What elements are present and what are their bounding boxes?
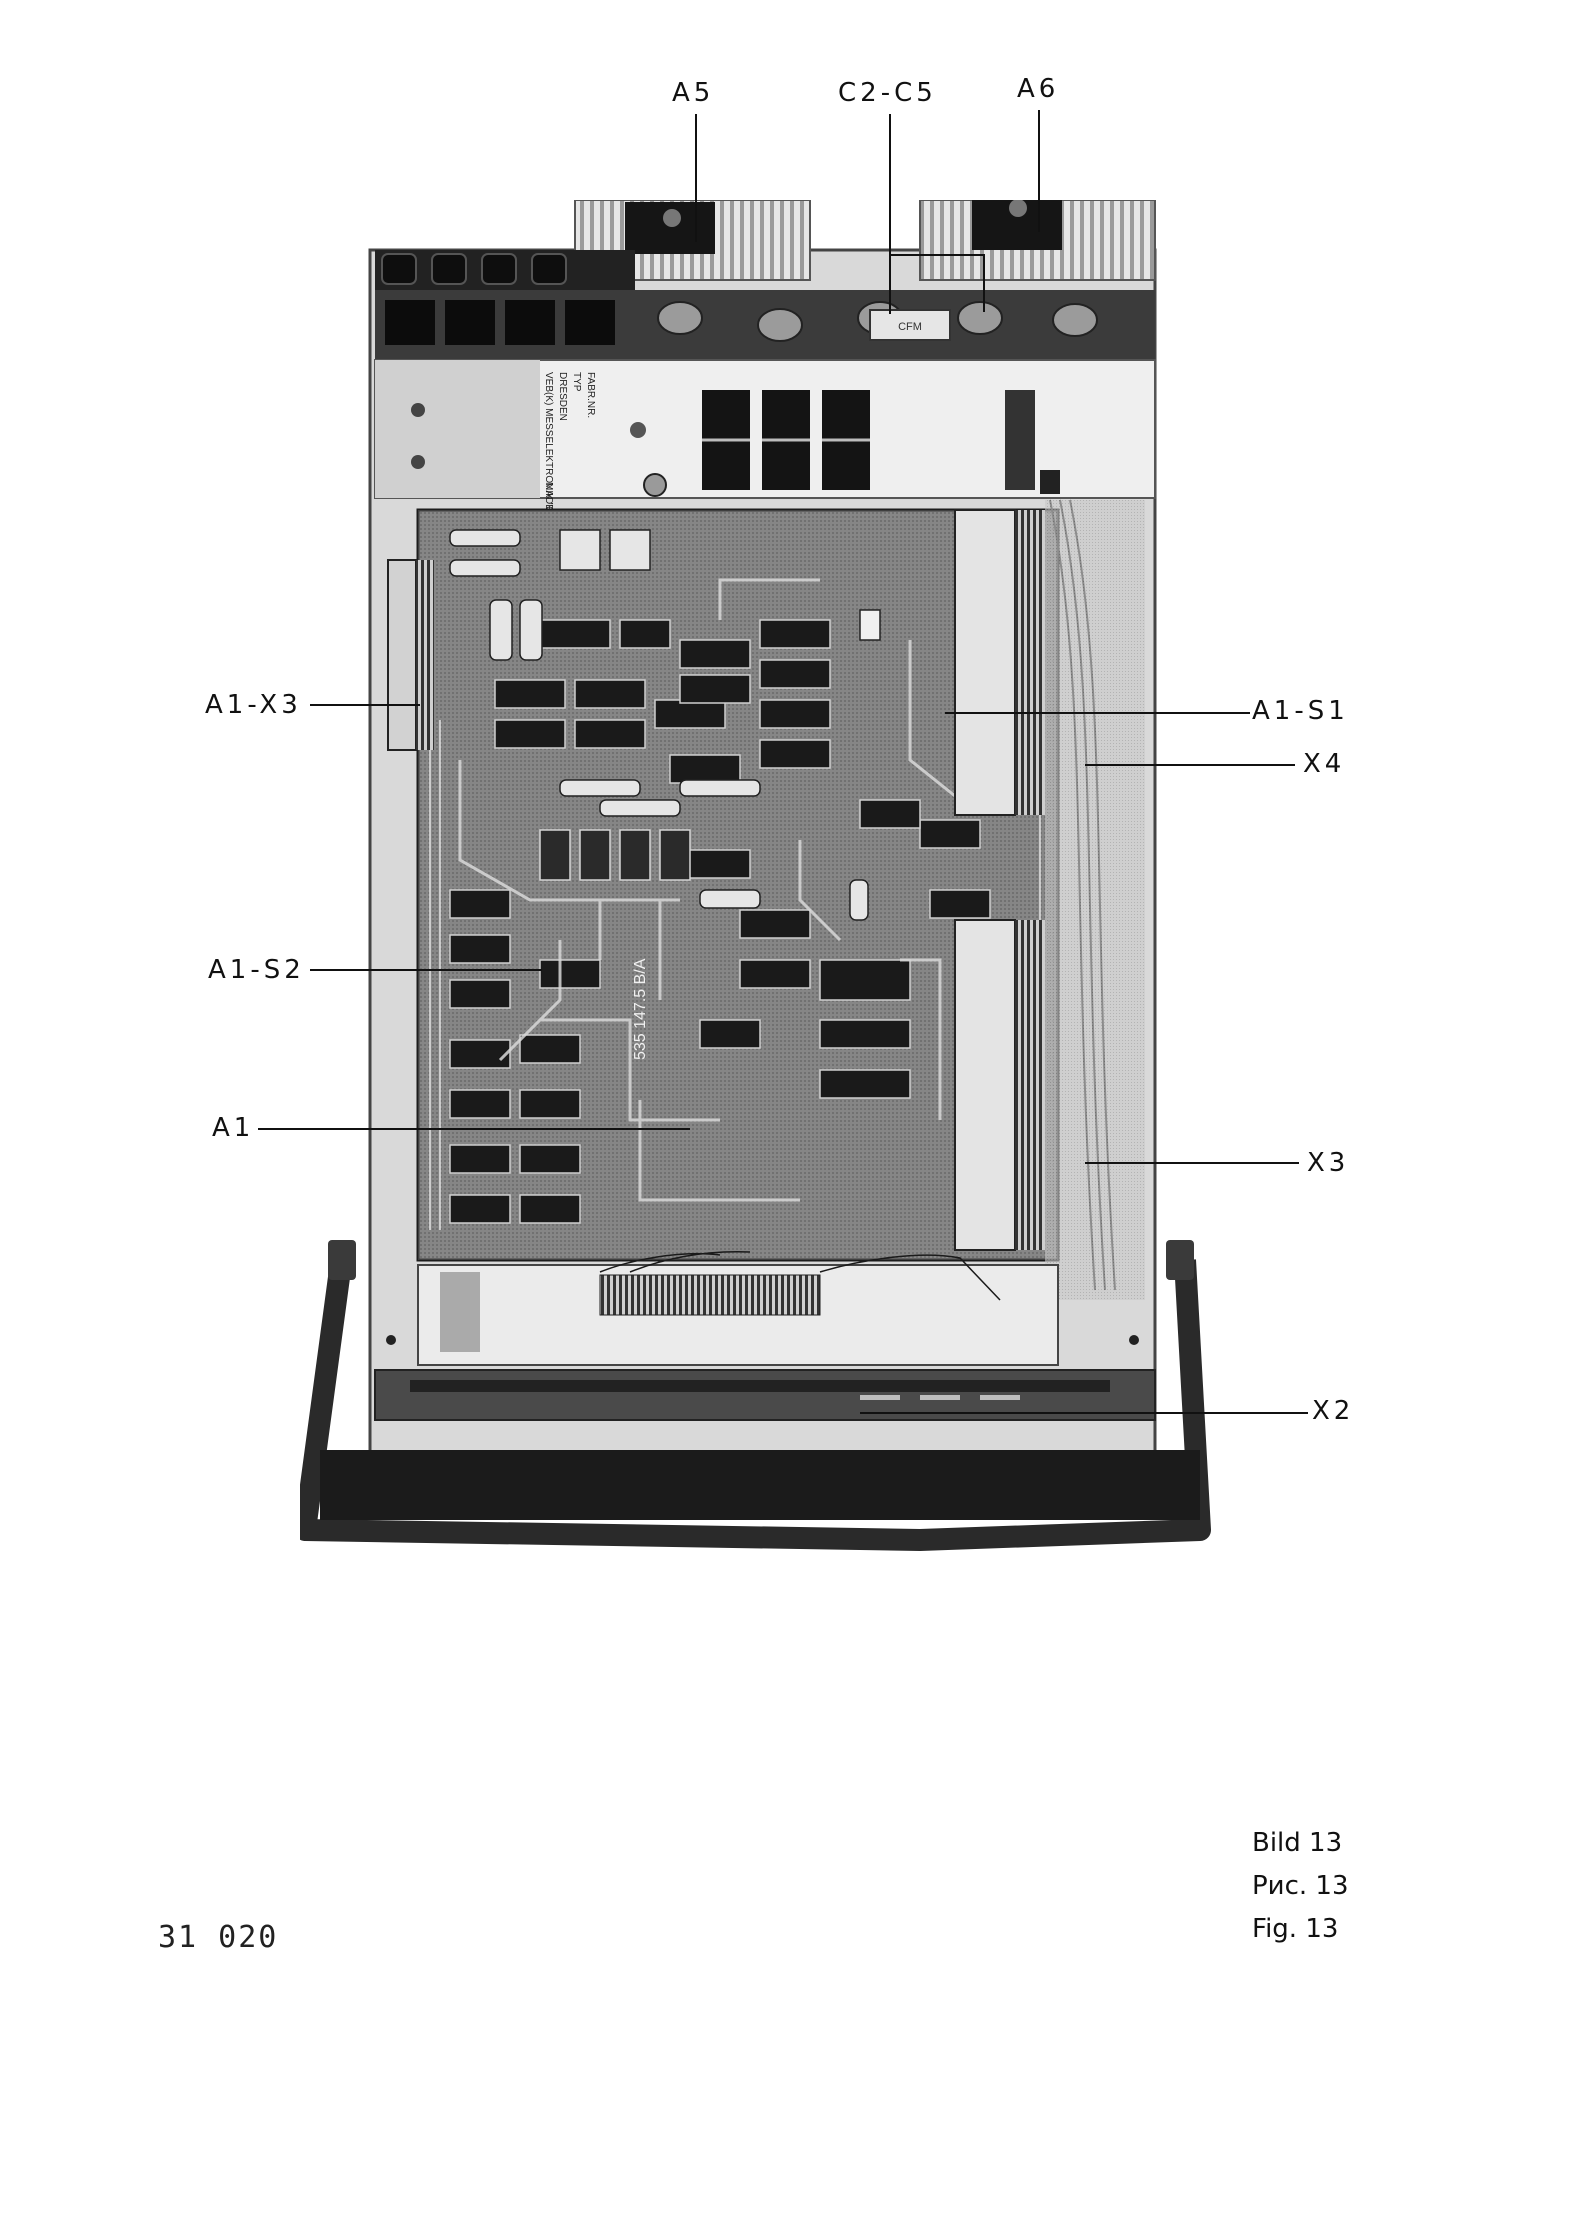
callout-c2-c5: C2-C5 <box>838 78 937 108</box>
caption-de: Bild 13 <box>1252 1828 1343 1858</box>
callout-a6: A6 <box>1017 74 1060 104</box>
callout-x2: X2 <box>1312 1396 1355 1426</box>
plate-line-4: FABR.NR. <box>585 372 596 418</box>
lead-a1s2 <box>310 969 542 971</box>
instrument-photo: CFM VEB(K) MESSELEKTRONIK "OTTO SCHÖN" D… <box>300 200 1211 1551</box>
caption-en: Fig. 13 <box>1252 1914 1339 1944</box>
capacitor-marking: CFM <box>898 321 922 333</box>
lead-x2 <box>860 1412 1308 1414</box>
board-marking: 535 147.5 B/A <box>632 958 649 1060</box>
callout-a1-s1: A1-S1 <box>1252 696 1349 726</box>
lead-c2c5-h <box>889 254 984 256</box>
document-number: 31 020 <box>158 1920 279 1955</box>
lead-a1 <box>258 1128 690 1130</box>
callout-a1: A1 <box>212 1113 255 1143</box>
lead-x3 <box>1085 1162 1299 1164</box>
lead-x4 <box>1085 764 1295 766</box>
callout-a5: A5 <box>672 78 715 108</box>
lead-c2c5-v <box>889 114 891 314</box>
plate-line-2: DRESDEN <box>557 372 568 421</box>
callout-x3: X3 <box>1307 1148 1350 1178</box>
callout-a1-x3: A1-X3 <box>205 690 302 720</box>
lead-a5 <box>695 114 697 242</box>
lead-a6 <box>1038 110 1040 232</box>
plate-line-3: TYP <box>571 372 582 392</box>
lead-c2c5-d <box>983 254 985 312</box>
callout-x4: X4 <box>1303 749 1346 779</box>
lead-a1s1 <box>945 712 1250 714</box>
callout-a1-s2: A1-S2 <box>208 955 305 985</box>
lead-a1x3 <box>310 704 420 706</box>
caption-ru: Рис. 13 <box>1252 1871 1349 1901</box>
